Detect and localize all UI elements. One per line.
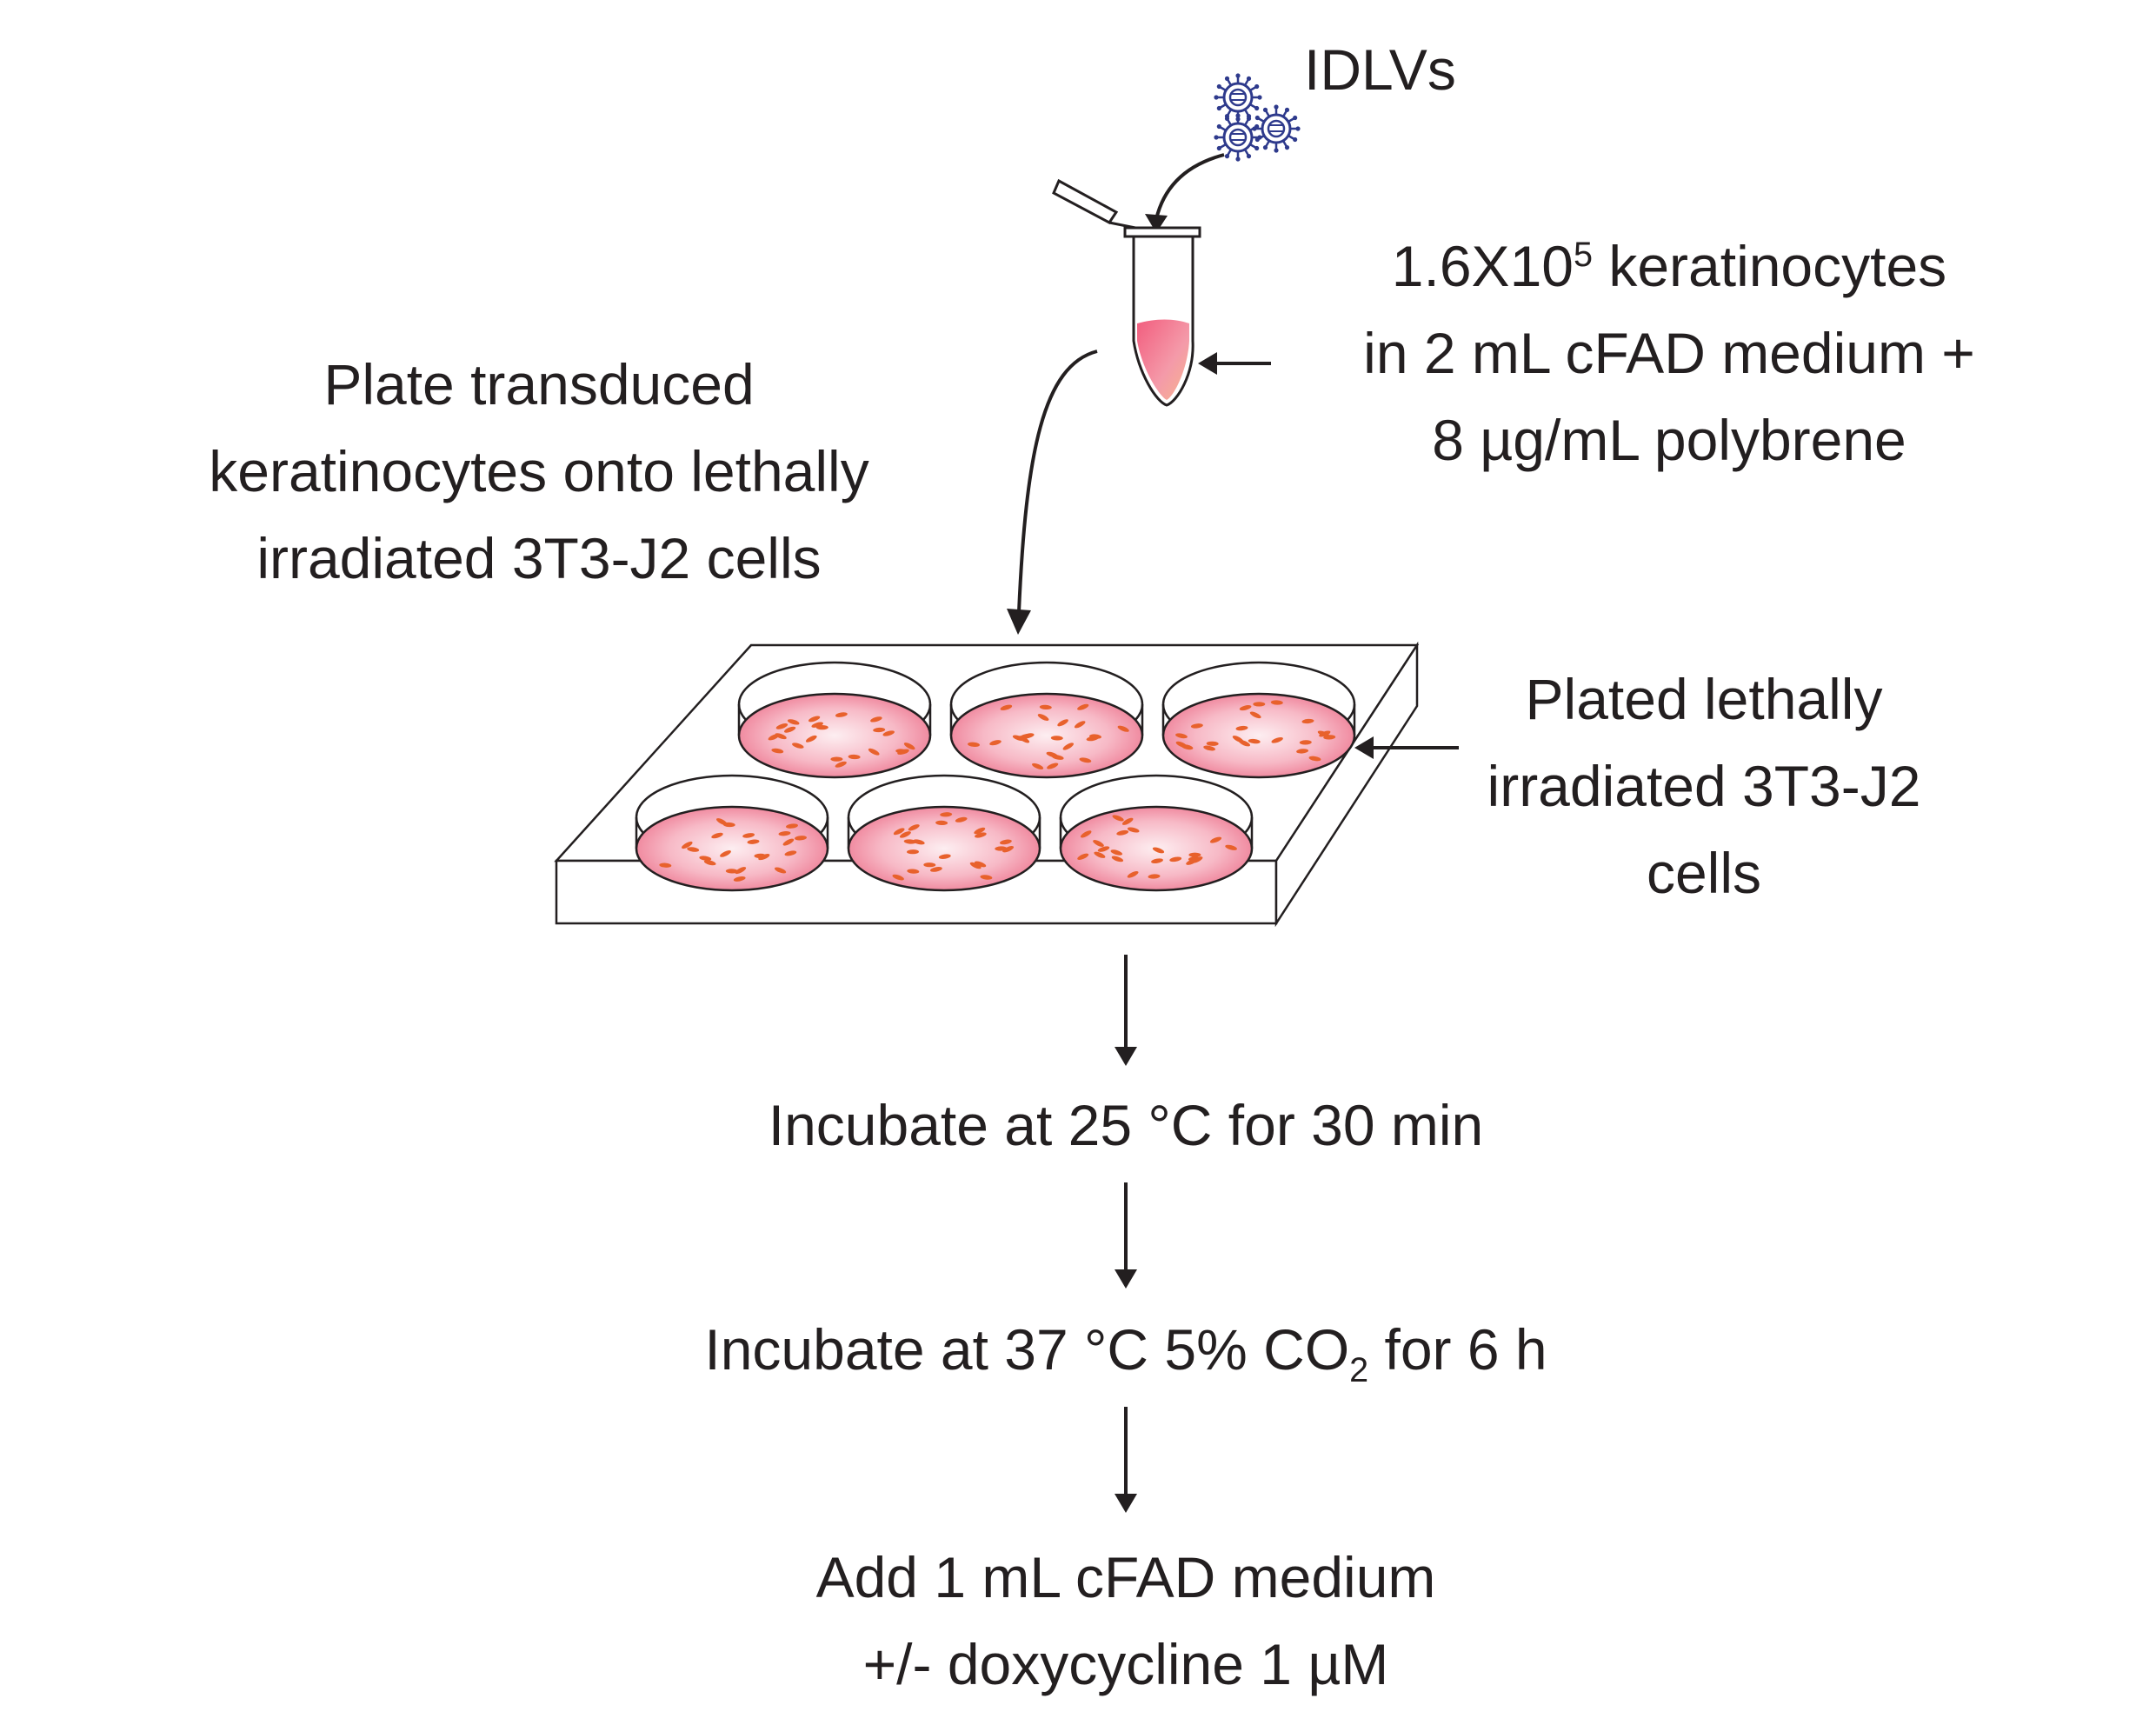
microtube-icon <box>1052 178 1201 407</box>
tube-contents-line-1: 1.6X105 keratinocytes <box>1391 234 1947 298</box>
step-add-line-2: +/- doxycycline 1 µM <box>862 1632 1389 1696</box>
step-add-line-1: Add 1 mL cFAD medium <box>815 1545 1436 1609</box>
culture-well <box>949 661 1144 779</box>
arrowhead <box>1007 609 1031 635</box>
culture-well <box>635 774 829 892</box>
tube-contents-line-3: 8 µg/mL polybrene <box>1432 408 1906 472</box>
arrowhead <box>1115 1494 1137 1513</box>
arrowhead <box>1115 1269 1137 1289</box>
plate-step-line-3: irradiated 3T3-J2 cells <box>256 526 822 590</box>
arrowhead <box>1354 736 1374 759</box>
plated-cells-line-3: cells <box>1646 841 1762 905</box>
culture-well <box>1059 774 1254 892</box>
step-incubate-25: Incubate at 25 °C for 30 min <box>768 1093 1484 1157</box>
six-well-plate-icon <box>554 641 1420 928</box>
tube-contents-line-2: in 2 mL cFAD medium + <box>1363 321 1975 385</box>
step-add-medium: Add 1 mL cFAD medium +/- doxycycline 1 µ… <box>522 1534 1730 1708</box>
plated-cells-line-1: Plated lethally <box>1525 667 1883 731</box>
arrowhead <box>1145 214 1168 233</box>
step-incubate-37: Incubate at 37 °C 5% CO2 for 6 h <box>704 1317 1547 1390</box>
plate-step-label: Plate transduced keratinocytes onto leth… <box>87 341 991 602</box>
tube-contents-label: 1.6X105 keratinocytes in 2 mL cFAD mediu… <box>1252 223 2086 483</box>
culture-well <box>1161 661 1356 779</box>
arrow-virus-to-tube <box>1155 153 1225 220</box>
plate-step-line-1: Plate transduced <box>323 352 755 416</box>
idlvs-label: IDLVs <box>1304 37 1456 102</box>
plated-cells-line-2: irradiated 3T3-J2 <box>1487 754 1921 818</box>
virus-icon <box>1214 73 1262 122</box>
virus-icon <box>1252 104 1301 153</box>
arrowhead <box>1115 1047 1137 1066</box>
arrowhead <box>1198 352 1217 375</box>
culture-well <box>847 774 1041 892</box>
plated-cells-label: Plated lethally irradiated 3T3-J2 cells <box>1356 656 2052 916</box>
plate-step-line-2: keratinocytes onto lethally <box>209 439 869 503</box>
culture-well <box>737 661 932 779</box>
arrow-tube-to-plate <box>1017 350 1098 613</box>
virus-icon <box>1214 113 1262 162</box>
